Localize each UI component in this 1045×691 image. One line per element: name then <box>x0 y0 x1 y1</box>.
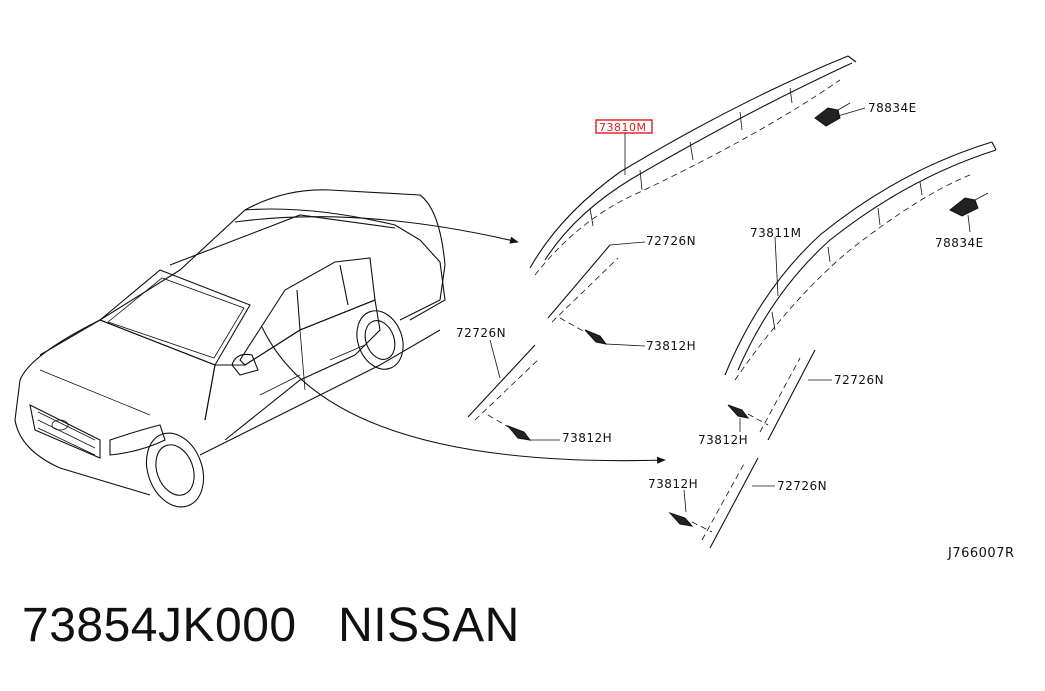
part-caption: 73854JK000 NISSAN <box>22 598 520 653</box>
label-78834e-right: 78834E <box>935 236 984 250</box>
car-illustration <box>14 189 446 508</box>
label-73811m: 73811M <box>750 226 802 240</box>
pin-73812h-b <box>487 414 560 441</box>
seal-72726n-d <box>701 457 775 549</box>
highlight-box <box>595 119 653 134</box>
figure-code: J766007R <box>947 546 1015 561</box>
part-number: 73854JK000 <box>22 599 297 652</box>
seal-72726n-b <box>467 339 541 421</box>
label-73810m: 73810M <box>599 121 646 134</box>
clip-78834e-right <box>949 192 989 233</box>
label-73812h-b: 73812H <box>562 431 612 445</box>
label-73812h-a: 73812H <box>646 339 696 353</box>
label-73812h-c: 73812H <box>698 433 748 447</box>
label-78834e-top: 78834E <box>868 101 917 115</box>
label-72726n-c: 72726N <box>834 373 884 387</box>
pin-73812h-d <box>668 489 713 533</box>
seal-72726n-c <box>759 349 832 441</box>
clip-78834e-top <box>814 102 866 127</box>
label-73812h-d: 73812H <box>648 477 698 491</box>
seal-72726n-a <box>547 241 646 323</box>
arrow-to-roof-molding <box>234 216 519 244</box>
label-72726n-a: 72726N <box>646 234 696 248</box>
pin-73812h-a <box>559 317 646 347</box>
roof-molding-73810m <box>529 55 857 276</box>
arrow-to-rear-parts <box>261 326 666 464</box>
label-72726n-b: 72726N <box>456 326 506 340</box>
brand-name: NISSAN <box>338 599 520 652</box>
roof-molding-73811m <box>724 141 997 381</box>
pin-73812h-c <box>727 404 769 432</box>
label-72726n-d: 72726N <box>777 479 827 493</box>
